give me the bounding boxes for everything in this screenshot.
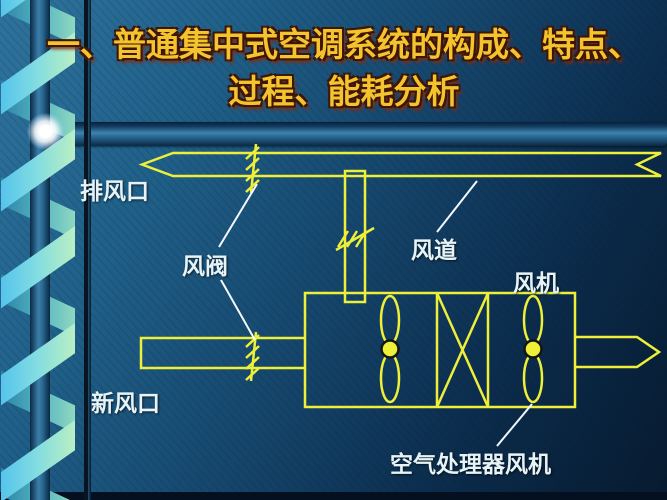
fan-blade (522, 294, 544, 346)
damper-tick (354, 230, 368, 248)
fan-hub (523, 339, 543, 359)
exhaust-duct-arrow (138, 151, 662, 178)
vertical-rule (84, 0, 91, 500)
fan-symbol-right (522, 294, 544, 404)
fan-hub (380, 339, 400, 359)
label-damper: 风阀 (182, 253, 228, 279)
damper-hatch-bottom (245, 331, 260, 382)
label-ahu-fan: 空气处理器风机 (390, 451, 551, 477)
damper-tick (245, 179, 260, 193)
leader-damper-bottom (220, 279, 256, 341)
damper-hatch-top (245, 143, 260, 194)
fan-blade (379, 294, 401, 346)
damper-hatch-vertical (335, 226, 375, 252)
fresh-air-duct (139, 336, 305, 370)
label-exhaust-outlet: 排风口 (80, 178, 149, 204)
leader-damper-top (218, 183, 258, 248)
coil-cross-line (435, 292, 490, 408)
damper-tick (245, 157, 260, 171)
label-air-duct: 风道 (411, 237, 457, 263)
damper-tick (336, 230, 350, 248)
page-title: 一、普通集中式空调系统的构成、特点、 过程、能耗分析 (30, 21, 658, 115)
damper-tick (245, 345, 260, 359)
glow-ball (27, 113, 64, 150)
coil-section (435, 292, 490, 408)
fan-blade (522, 352, 544, 404)
damper-tick (245, 356, 260, 370)
damper-spine (335, 226, 375, 252)
fan-symbol-left (379, 294, 401, 404)
title-line-2: 过程、能耗分析 (228, 73, 460, 110)
damper-tick (245, 168, 260, 182)
title-underline-pipe (36, 122, 667, 146)
leader-air-duct (436, 180, 478, 233)
damper-tick (245, 334, 260, 348)
air-handling-unit-box (303, 291, 577, 409)
fan-blade (379, 352, 401, 404)
damper-tick (245, 146, 260, 160)
label-fresh-air-inlet: 新风口 (91, 390, 160, 416)
damper-tick (345, 230, 359, 248)
leader-ahu-fan (496, 403, 533, 447)
supply-outlet-arrow (575, 335, 662, 369)
title-line-1: 一、普通集中式空调系统的构成、特点、 (47, 26, 641, 63)
bottom-edge-strip (0, 492, 667, 500)
label-fan: 风机 (513, 270, 559, 296)
damper-tick (245, 367, 260, 381)
